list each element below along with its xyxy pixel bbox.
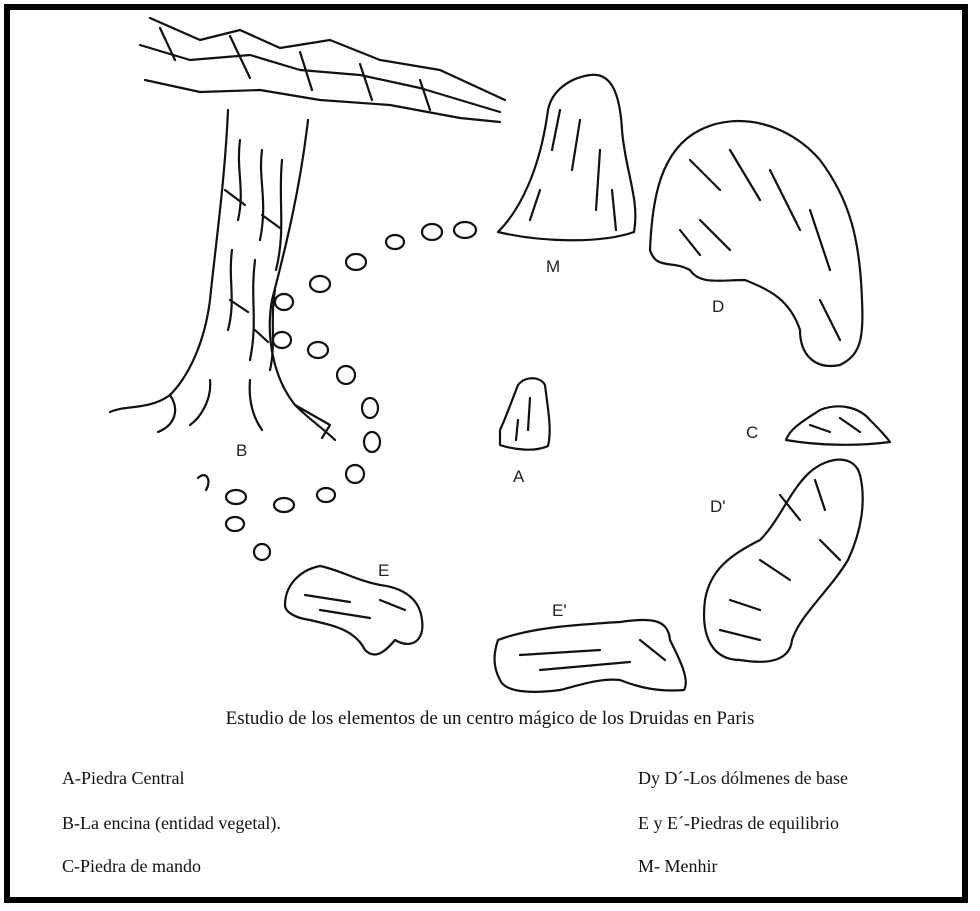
legend-item-c: C-Piedra de mando [62,856,201,877]
legend-item-b: B-La encina (entidad vegetal). [62,813,281,834]
balance-stone-e [285,566,422,655]
legend-item-e: E y E´-Piedras de equilibrio [638,813,839,834]
command-stone [786,406,890,444]
label-d-prime: D' [710,498,726,515]
label-d: D [712,298,724,315]
legend-item-m: M- Menhir [638,856,718,877]
figure-caption: Estudio de los elementos de un centro má… [0,708,980,730]
legend-item-a: A-Piedra Central [62,768,184,789]
label-m: M [546,258,560,275]
balance-stone-e-prime [495,620,686,692]
label-e: E [378,562,389,579]
small-stones [198,222,476,560]
menhir-stone [498,75,635,241]
label-e-prime: E' [552,602,567,619]
label-b: B [236,442,247,459]
dolmen-d-prime-stone [704,460,863,662]
central-stone [500,378,550,449]
dolmen-d-stone [650,121,862,366]
label-a: A [513,468,524,485]
label-c: C [746,424,758,441]
legend-item-d: Dy D´-Los dólmenes de base [638,768,848,789]
oak-tree [110,18,505,440]
